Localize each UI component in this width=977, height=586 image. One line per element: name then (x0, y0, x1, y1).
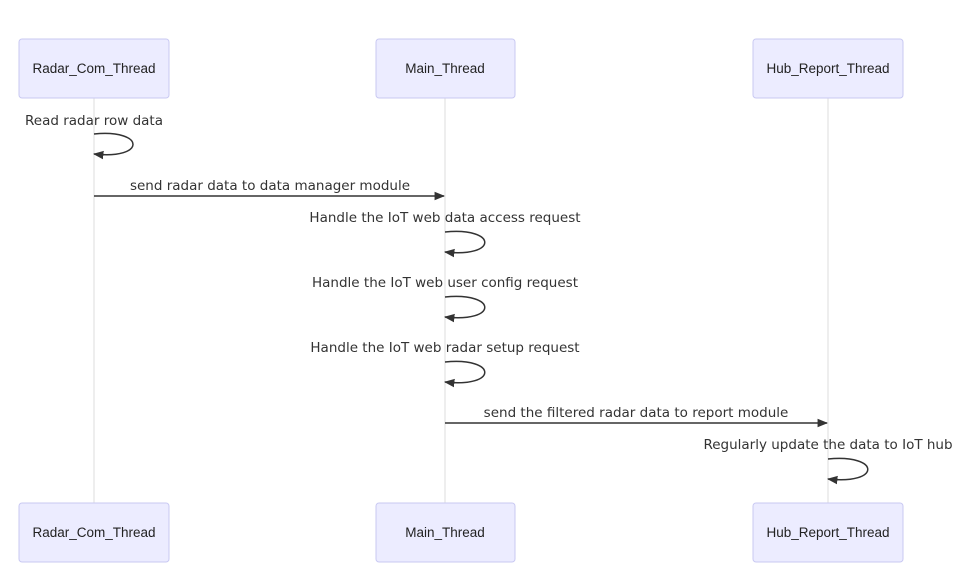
lifelines (93, 98, 829, 503)
self-loop-arrow (443, 360, 486, 388)
actor-box (18, 38, 170, 99)
actor-box (752, 38, 904, 99)
actor-label: Radar_Com_Thread (32, 525, 155, 540)
actor-hub-bottom: Hub_Report_Thread (752, 502, 904, 563)
actor-hub-top: Hub_Report_Thread (752, 38, 904, 99)
message-self-main-radar-setup: Handle the IoT web radar setup request (310, 340, 580, 388)
message-label: send the filtered radar data to report m… (484, 405, 789, 421)
actor-label: Main_Thread (405, 61, 485, 76)
actor-box (375, 38, 516, 99)
message-label: send radar data to data manager module (130, 178, 410, 194)
actor-label: Hub_Report_Thread (766, 61, 889, 76)
message-main-to-hub: send the filtered radar data to report m… (445, 405, 829, 428)
message-self-hub-update: Regularly update the data to IoT hub (703, 437, 953, 485)
message-self-radar-read: Read radar row data (25, 113, 163, 160)
message-radar-to-main: send radar data to data manager module (94, 178, 446, 201)
actor-radar-top: Radar_Com_Thread (18, 38, 170, 99)
actor-label: Main_Thread (405, 525, 485, 540)
actor-main-top: Main_Thread (375, 38, 516, 99)
self-loop-arrow (443, 295, 486, 323)
self-loop-arrow (92, 132, 134, 160)
message-label: Handle the IoT web user config request (312, 275, 578, 291)
actor-box (18, 502, 170, 563)
actor-main-bottom: Main_Thread (375, 502, 516, 563)
message-label: Handle the IoT web radar setup request (310, 340, 579, 356)
actor-box (752, 502, 904, 563)
actor-label: Hub_Report_Thread (766, 525, 889, 540)
self-loop-arrow (443, 230, 486, 258)
message-label: Regularly update the data to IoT hub (703, 437, 952, 453)
message-self-main-user-config: Handle the IoT web user config request (312, 275, 578, 323)
message-label: Handle the IoT web data access request (309, 210, 580, 226)
message-label: Read radar row data (25, 113, 163, 129)
self-loop-arrow (826, 457, 869, 485)
actor-label: Radar_Com_Thread (32, 61, 155, 76)
actor-box (375, 502, 516, 563)
actor-radar-bottom: Radar_Com_Thread (18, 502, 170, 563)
message-self-main-data-access: Handle the IoT web data access request (309, 210, 581, 258)
